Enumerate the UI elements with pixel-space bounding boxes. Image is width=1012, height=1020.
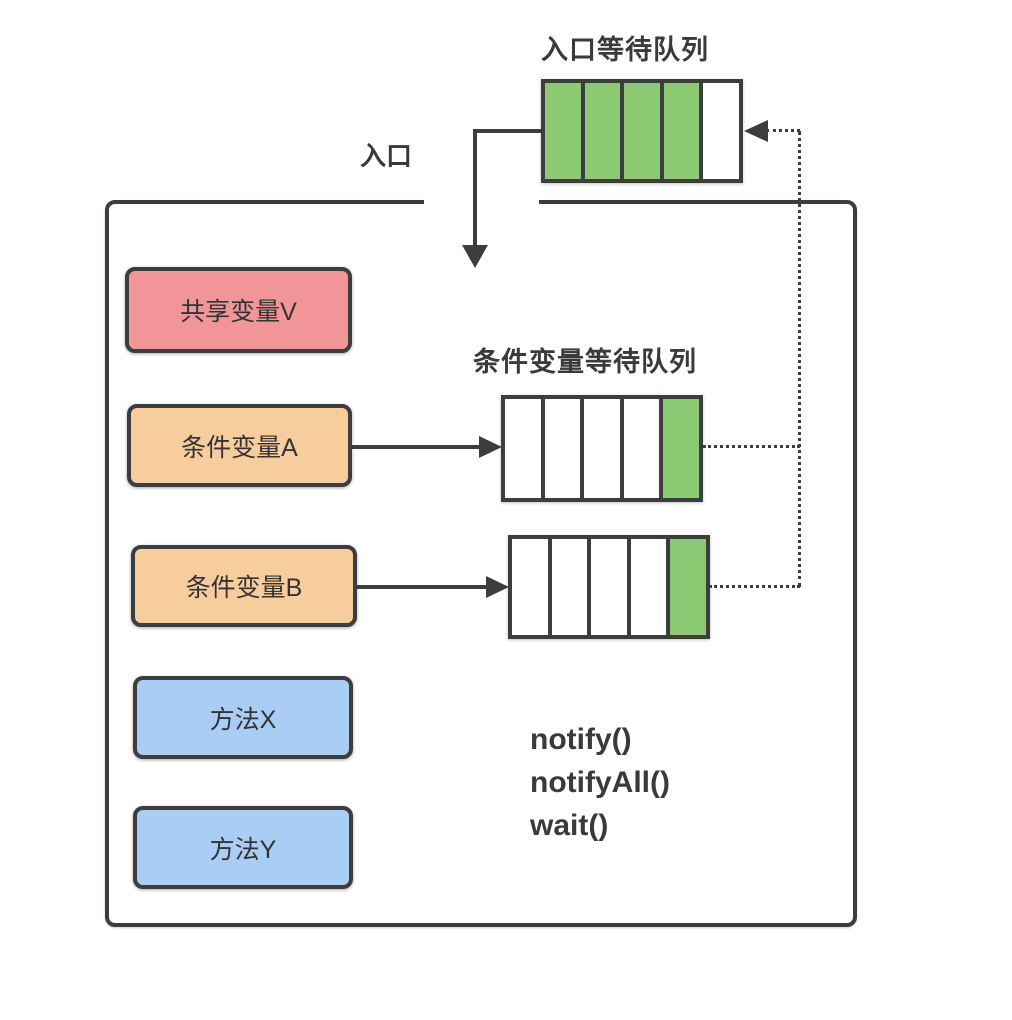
condition-wait-queue-b: [508, 535, 710, 639]
queue-cell-empty: [630, 539, 667, 635]
queue-cell-empty: [584, 399, 620, 498]
queue-cell-filled: [624, 83, 660, 179]
queue-cell-filled: [545, 83, 581, 179]
notifyall-text: notifyAll(): [530, 766, 670, 799]
condition-variable-a-box: 条件变量A: [127, 404, 352, 487]
queue-cell-empty: [591, 539, 627, 635]
queue-cell-filled: [584, 83, 621, 179]
dotted-line-queue-a-return: [703, 445, 800, 448]
condition-variable-b-label: 条件变量B: [185, 574, 303, 602]
return-arrow-left-head-icon: [744, 120, 768, 142]
condition-queue-title: 条件变量等待队列: [473, 347, 697, 377]
entry-arrow-horizontal-line: [475, 129, 541, 133]
queue-cell-empty: [505, 399, 541, 498]
cond-b-arrow-line: [357, 585, 486, 589]
cond-a-arrow-line: [352, 445, 479, 449]
method-y-label: 方法Y: [209, 835, 277, 864]
method-x-label: 方法X: [209, 705, 277, 734]
wait-text: wait(): [530, 809, 609, 842]
dotted-line-to-entry-queue: [766, 129, 800, 132]
queue-cell-empty: [623, 399, 660, 498]
entry-arrow-vertical-line: [473, 129, 477, 247]
condition-variable-a-label: 条件变量A: [181, 433, 298, 462]
shared-variable-label: 共享变量V: [180, 298, 297, 326]
queue-cell-filled: [663, 399, 699, 498]
condition-variable-b-box: 条件变量B: [131, 545, 357, 627]
method-y-box: 方法Y: [133, 806, 353, 889]
notify-text: notify(): [530, 723, 632, 756]
cond-b-arrow-head-icon: [486, 576, 509, 598]
queue-cell-empty: [703, 83, 739, 179]
dotted-line-vertical-return: [798, 131, 801, 587]
shared-variable-box: 共享变量V: [125, 267, 352, 353]
condition-wait-queue-a: [501, 395, 703, 502]
method-x-box: 方法X: [133, 676, 353, 759]
dotted-line-queue-b-return: [709, 585, 800, 588]
queue-cell-filled: [670, 539, 706, 635]
queue-cell-filled: [663, 83, 700, 179]
entry-wait-queue: [541, 79, 743, 183]
queue-cell-empty: [512, 539, 548, 635]
entry-queue-title: 入口等待队列: [541, 35, 709, 65]
cond-a-arrow-head-icon: [479, 436, 502, 458]
entry-label: 入口: [360, 141, 413, 171]
entry-arrow-down-head-icon: [462, 245, 488, 268]
monitor-top-border-gap: [424, 196, 539, 208]
methods-text-block: notify() notifyAll() wait(): [530, 718, 670, 847]
queue-cell-empty: [551, 539, 588, 635]
queue-cell-empty: [544, 399, 581, 498]
